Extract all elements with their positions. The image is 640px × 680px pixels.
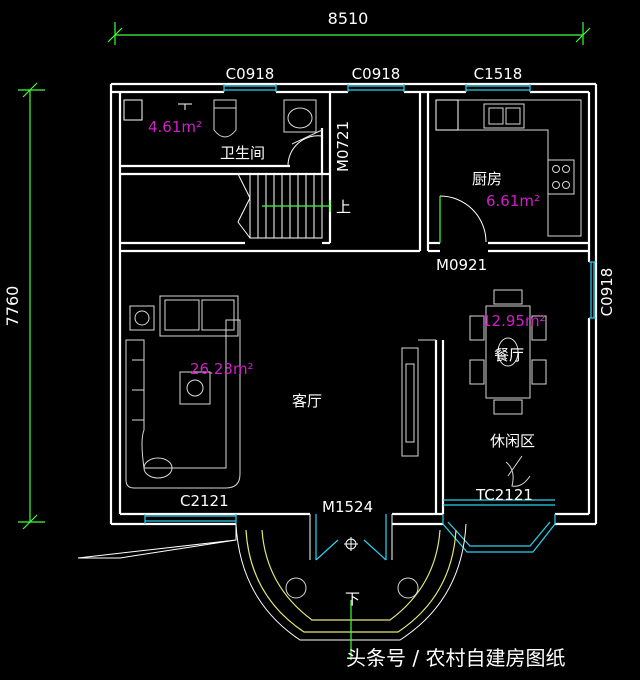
watermark: 头条号 / 农村自建房图纸 [346, 646, 565, 670]
window-c1518-label: C1518 [474, 65, 523, 83]
staircase [237, 173, 331, 239]
window-c0918-top-mid [347, 84, 405, 92]
window-c0918-top-left [223, 84, 277, 92]
height-dimension-text: 7760 [3, 286, 22, 327]
exterior-walls [109, 82, 598, 526]
width-dimension-text: 8510 [328, 9, 369, 28]
entrance-door [309, 514, 393, 561]
windows [144, 84, 596, 553]
door-m1524-label: M1524 [322, 498, 373, 516]
stair-up-label: 上 [336, 198, 351, 216]
window-c1518-top [465, 84, 531, 92]
window-c0918-right-label: C0918 [598, 268, 616, 317]
bathroom-fixtures [123, 99, 323, 167]
window-c0918-top-mid-label: C0918 [352, 65, 401, 83]
door-m0921-label: M0921 [436, 256, 487, 274]
living-room-furniture [125, 295, 241, 489]
window-c0918-top-left-label: C0918 [226, 65, 275, 83]
living-room-name: 客厅 [292, 392, 322, 410]
kitchen-name: 厨房 [472, 170, 502, 188]
window-c0918-right [589, 261, 596, 319]
entrance-porch [77, 523, 467, 660]
bathroom-name: 卫生间 [220, 144, 265, 162]
window-c2121-label: C2121 [180, 492, 229, 510]
leisure-name: 休闲区 [490, 432, 535, 450]
stair-down-label: 下 [345, 590, 360, 608]
kitchen-fixtures [435, 99, 582, 243]
window-c2121 [144, 514, 237, 524]
door-m0721-label: M0721 [334, 121, 352, 172]
bay-window-tc2121-label: TC2121 [475, 486, 533, 504]
dining-name: 餐厅 [494, 346, 524, 364]
tv-cabinet [401, 339, 436, 457]
bathroom-area: 4.61m² [148, 118, 202, 136]
bay-window-tc2121 [442, 499, 556, 553]
kitchen-area: 6.61m² [486, 192, 540, 210]
dining-area: 12.95m² [482, 312, 546, 330]
interior-walls [120, 92, 589, 514]
dining-table [469, 289, 547, 415]
living-room-area: 26.23m² [190, 360, 254, 378]
dimension-lines [18, 22, 591, 530]
leisure-furniture [505, 455, 531, 487]
